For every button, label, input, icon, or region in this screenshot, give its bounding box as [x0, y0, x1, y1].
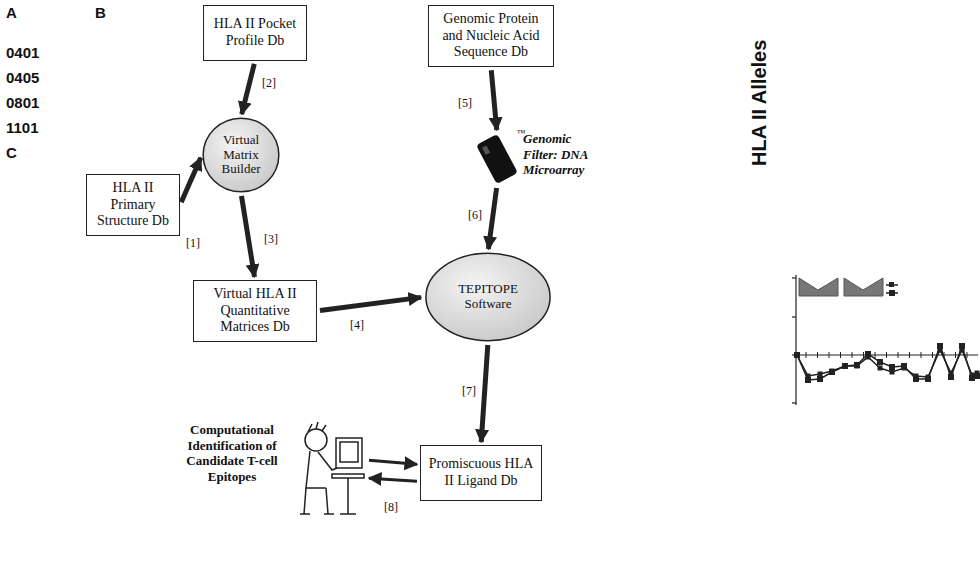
flow-arrow	[181, 158, 201, 203]
process-box: HLA II Primary Structure Db	[86, 174, 180, 236]
flow-arrow	[491, 70, 496, 130]
flow-arrow	[369, 460, 417, 464]
panel-label: A	[6, 4, 17, 21]
microarray-chip	[477, 133, 517, 185]
flow-arrow	[320, 297, 421, 310]
flow-arrow	[242, 64, 255, 114]
callout-number: ™	[517, 128, 526, 138]
panel-label: C	[6, 144, 17, 161]
user-figure: Computational Identification of Candidat…	[176, 418, 366, 518]
node-text: Virtual HLA II Quantitative Matrices Db	[200, 286, 310, 336]
flow-arrow	[481, 345, 488, 442]
process-box: HLA II Pocket Profile Db	[203, 5, 307, 61]
process-box: Promiscuous HLA II Ligand Db	[420, 445, 542, 501]
callout-number: [1]	[186, 236, 200, 251]
microarray-icon: Genomic Filter: DNA Microarray	[477, 133, 517, 185]
process-box: Genomic Protein and Nucleic Acid Sequenc…	[428, 5, 554, 67]
panel-label: 1101	[6, 119, 39, 136]
node-text: Computational Identification of Candidat…	[176, 422, 288, 484]
callout-number: [8]	[384, 500, 398, 515]
node-text: TEPITOPE Software	[434, 282, 542, 312]
callout-number: [2]	[262, 76, 276, 91]
flow-arrow	[369, 478, 417, 481]
flow-arrow	[241, 196, 254, 277]
axis-title: HLA II Alleles	[748, 40, 771, 166]
flow-arrow	[488, 188, 496, 249]
node-text: HLA II Primary Structure Db	[93, 180, 173, 230]
callout-number: [4]	[350, 318, 364, 333]
node-text: Genomic Protein and Nucleic Acid Sequenc…	[435, 11, 547, 61]
panel-label: 0801	[6, 94, 39, 111]
node-text: Virtual Matrix Builder	[212, 133, 270, 178]
node-text: HLA II Pocket Profile Db	[210, 16, 300, 50]
process-box: Virtual HLA II Quantitative Matrices Db	[193, 280, 317, 342]
callout-number: [5]	[458, 96, 472, 111]
person-at-computer	[296, 418, 366, 518]
node-text: Promiscuous HLA II Ligand Db	[427, 456, 535, 490]
process-circle: Virtual Matrix Builder	[202, 117, 280, 193]
panel-label: B	[95, 4, 106, 21]
annotation-text: Genomic Filter: DNA Microarray	[523, 131, 605, 178]
panel-label: 0405	[6, 69, 39, 86]
callout-number: [7]	[462, 384, 476, 399]
process-circle: TEPITOPE Software	[424, 252, 552, 342]
callout-number: [3]	[264, 232, 278, 247]
panel-label: 0401	[6, 44, 39, 61]
callout-number: [6]	[468, 208, 482, 223]
